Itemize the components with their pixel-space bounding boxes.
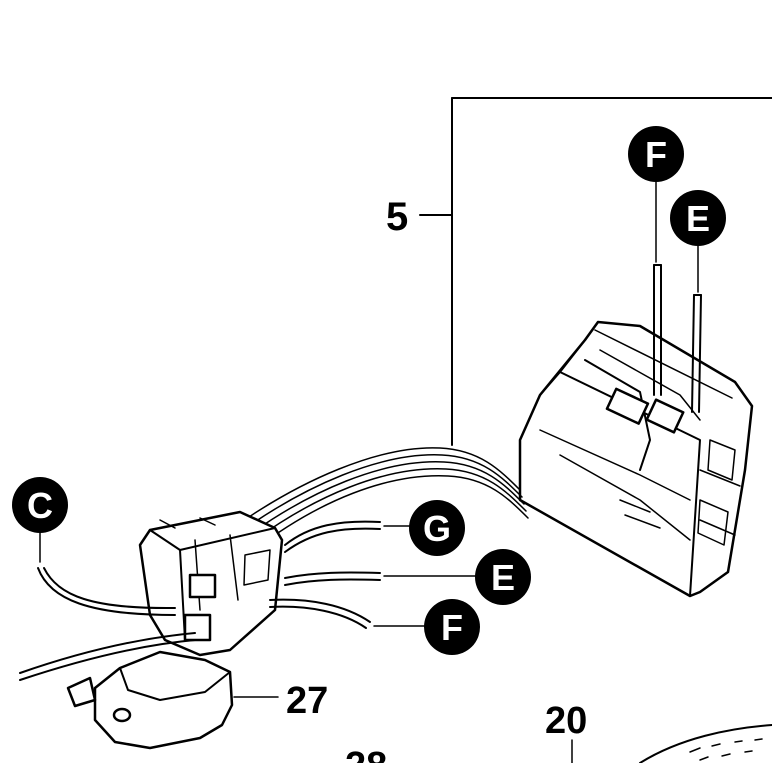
badge-e-switch: E [475, 549, 531, 605]
electronic-module [518, 320, 754, 598]
part-number-27: 27 [286, 680, 328, 722]
trigger-switch [138, 510, 284, 657]
switch-wires [19, 520, 381, 681]
part-5-bracket [419, 97, 772, 446]
trigger [66, 650, 234, 750]
disc-partial [639, 724, 772, 763]
badge-e-top-label: E [686, 198, 710, 239]
badge-e-switch-label: E [491, 557, 515, 598]
module-terminal-pins [653, 264, 702, 413]
part-number-20: 20 [545, 700, 587, 742]
badge-c-left: C [12, 477, 68, 533]
badge-f-top-label: F [645, 134, 667, 175]
part-number-28: 28 [345, 745, 387, 763]
badge-g-switch-label: G [423, 508, 451, 549]
badge-g-switch: G [409, 500, 465, 556]
ribbon-cable [229, 447, 529, 551]
part-number-5: 5 [386, 195, 408, 239]
badge-c-left-label: C [27, 485, 53, 526]
badge-f-switch: F [424, 599, 480, 655]
badge-f-top: F [628, 126, 684, 182]
badge-e-top: E [670, 190, 726, 246]
leader-lines [39, 179, 699, 763]
badge-f-switch-label: F [441, 607, 463, 648]
